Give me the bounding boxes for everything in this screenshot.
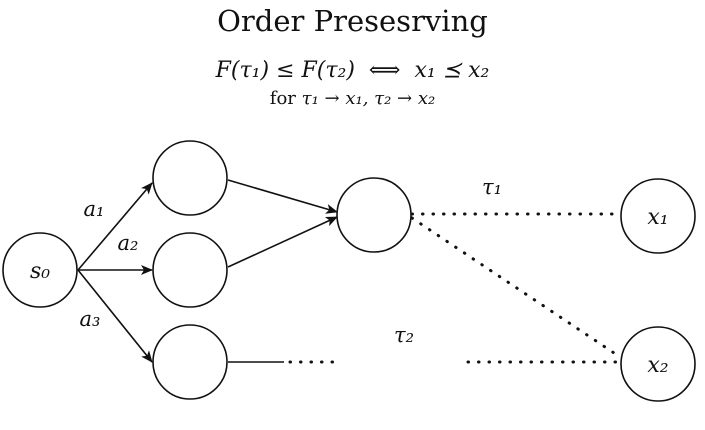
label-a1: a₁ <box>84 197 105 221</box>
edge-n2-m <box>227 216 338 268</box>
edge-n1-m <box>227 179 338 214</box>
node-merge <box>336 177 412 253</box>
label-x1: x₁ <box>647 205 668 230</box>
diagram-title: Order Presesrving <box>217 4 488 38</box>
edge-a1 <box>77 182 153 271</box>
node-a3-state <box>152 324 228 400</box>
node-a2-state <box>152 232 228 308</box>
path-m-x2 <box>410 216 622 359</box>
formula-condition: for τ₁ → x₁, τ₂ → x₂ <box>0 88 705 109</box>
label-tau1: τ₁ <box>482 175 502 199</box>
label-s0: s₀ <box>30 259 50 284</box>
formula-iff: ⟺ <box>368 58 401 83</box>
formula-rhs: x₁ ⪯ x₂ <box>414 58 490 83</box>
condition-text: τ₁ → x₁, τ₂ → x₂ <box>301 88 436 109</box>
condition-prefix: for <box>269 88 296 109</box>
label-a2: a₂ <box>118 231 139 255</box>
label-a3: a₃ <box>80 307 101 331</box>
node-a1-state <box>152 140 228 216</box>
order-formula: F(τ₁) ≤ F(τ₂) ⟺ x₁ ⪯ x₂ <box>0 58 705 83</box>
node-s0 <box>2 232 78 308</box>
formula-lhs: F(τ₁) ≤ F(τ₂) <box>215 58 355 83</box>
label-tau2: τ₂ <box>394 323 414 347</box>
label-x2: x₂ <box>647 353 668 378</box>
edge-a3 <box>77 269 153 363</box>
node-x2 <box>620 326 696 402</box>
node-x1 <box>620 178 696 254</box>
